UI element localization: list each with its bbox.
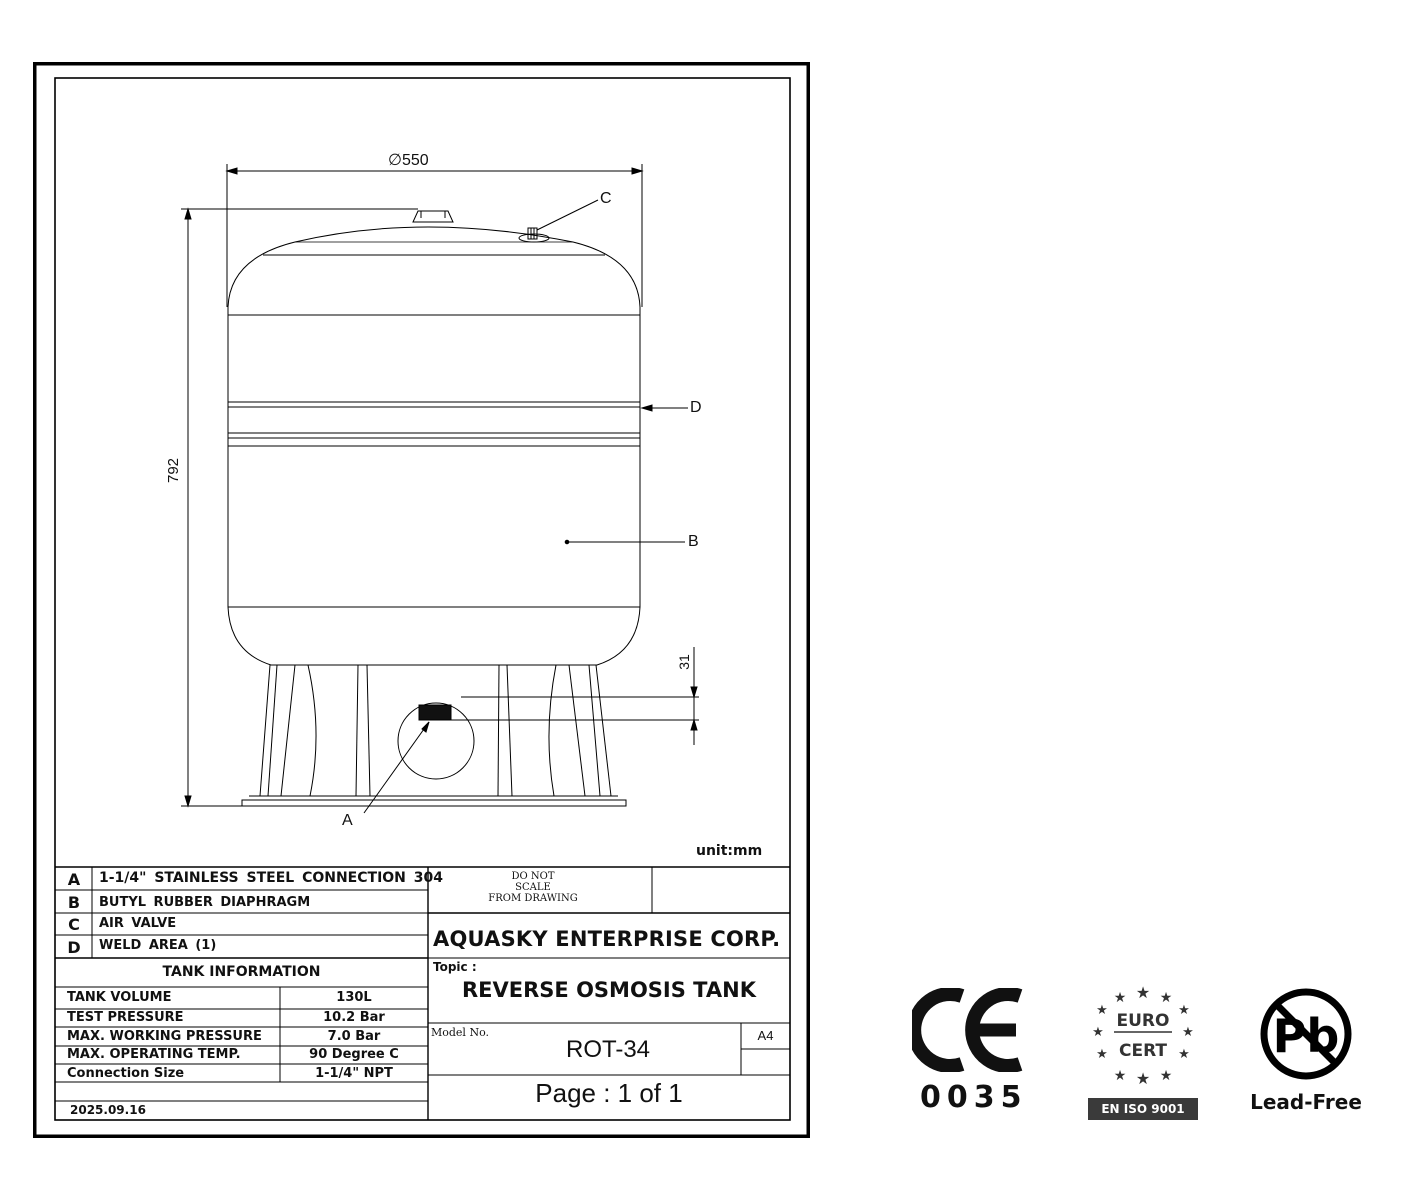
ce-mark-icon bbox=[907, 987, 1023, 1073]
svg-text:★: ★ bbox=[1160, 990, 1173, 1006]
no-lead-icon: Pb bbox=[1260, 988, 1352, 1080]
callout-d: D bbox=[690, 399, 702, 416]
part-description: AIR VALVE bbox=[99, 916, 177, 931]
spec-label: TEST PRESSURE bbox=[67, 1010, 184, 1025]
unit-label: unit:mm bbox=[696, 843, 763, 859]
iso-badge: EN ISO 9001 bbox=[1088, 1098, 1198, 1120]
svg-text:★: ★ bbox=[1136, 984, 1150, 1002]
svg-text:★: ★ bbox=[1114, 1068, 1127, 1084]
spec-value: 130L bbox=[336, 990, 372, 1005]
part-letter: B bbox=[67, 893, 81, 912]
spec-label: Connection Size bbox=[67, 1066, 185, 1081]
topic-label: Topic : bbox=[433, 960, 477, 974]
svg-text:★: ★ bbox=[1096, 1047, 1108, 1062]
part-description: WELD AREA (1) bbox=[99, 938, 217, 953]
svg-text:Pb: Pb bbox=[1273, 1009, 1340, 1063]
do-not-scale-line: DO NOT bbox=[511, 871, 555, 882]
svg-text:★: ★ bbox=[1178, 1003, 1190, 1018]
spec-label: MAX. OPERATING TEMP. bbox=[67, 1047, 241, 1062]
spec-label: TANK VOLUME bbox=[67, 990, 172, 1005]
do-not-scale-line: FROM DRAWING bbox=[488, 893, 578, 904]
sheet-size: A4 bbox=[757, 1028, 774, 1043]
svg-text:★: ★ bbox=[1114, 990, 1127, 1006]
svg-text:★: ★ bbox=[1096, 1003, 1108, 1018]
tank-info-header: TANK INFORMATION bbox=[162, 964, 321, 980]
company-name: AQUASKY ENTERPRISE CORP. bbox=[433, 927, 781, 951]
diameter-dimension: ∅550 bbox=[388, 152, 429, 169]
model-number: ROT-34 bbox=[565, 1036, 651, 1063]
page-number: Page : 1 of 1 bbox=[535, 1078, 683, 1108]
spec-value: 10.2 Bar bbox=[323, 1010, 385, 1025]
spec-value: 90 Degree C bbox=[309, 1047, 399, 1062]
part-description: 1-1/4" STAINLESS STEEL CONNECTION 304 bbox=[99, 870, 443, 886]
svg-text:★: ★ bbox=[1178, 1047, 1190, 1062]
euro-text: EURO bbox=[1116, 1011, 1170, 1031]
height-dimension: 792 bbox=[165, 457, 183, 484]
ce-logo: 0035 bbox=[907, 987, 1024, 1118]
part-letter: A bbox=[67, 870, 81, 889]
callout-b: B bbox=[688, 533, 699, 550]
lead-free-logo: Pb Lead-Free bbox=[1248, 986, 1368, 1122]
part-letter: D bbox=[67, 938, 81, 957]
svg-text:★: ★ bbox=[1182, 1025, 1194, 1040]
callout-a: A bbox=[342, 812, 353, 829]
spec-label: MAX. WORKING PRESSURE bbox=[67, 1029, 262, 1044]
part-description: BUTYL RUBBER DIAPHRAGM bbox=[99, 895, 311, 910]
topic-title: REVERSE OSMOSIS TANK bbox=[462, 978, 756, 1002]
spec-value: 7.0 Bar bbox=[327, 1029, 381, 1044]
eurocert-logo: ★ ★ ★ ★ ★ ★ ★ ★ ★ ★ ★ ★ EURO CERT EN ISO… bbox=[1086, 983, 1200, 1124]
stars-ring-icon: ★ ★ ★ ★ ★ ★ ★ ★ ★ ★ ★ ★ bbox=[1092, 983, 1194, 1088]
svg-text:★: ★ bbox=[1136, 1069, 1150, 1088]
svg-text:★: ★ bbox=[1092, 1025, 1104, 1040]
cert-text: CERT bbox=[1118, 1041, 1167, 1061]
svg-text:★: ★ bbox=[1160, 1068, 1173, 1084]
part-letter: C bbox=[68, 915, 80, 934]
offset-dimension: 31 bbox=[675, 654, 692, 670]
drawing-sheet: ∅550 792 31 C D B A unit:mm A 1-1/4" STA… bbox=[33, 62, 810, 1138]
ce-number: 0035 bbox=[920, 1080, 1028, 1115]
do-not-scale-note: DO NOT SCALE FROM DRAWING bbox=[463, 871, 603, 904]
model-label: Model No. bbox=[431, 1026, 490, 1039]
lead-free-label: Lead-Free bbox=[1250, 1090, 1362, 1114]
drawing-linework bbox=[33, 62, 810, 1138]
do-not-scale-line: SCALE bbox=[515, 882, 551, 893]
drawing-date: 2025.09.16 bbox=[70, 1103, 146, 1117]
callout-c: C bbox=[600, 190, 612, 207]
spec-value: 1-1/4" NPT bbox=[315, 1066, 393, 1081]
